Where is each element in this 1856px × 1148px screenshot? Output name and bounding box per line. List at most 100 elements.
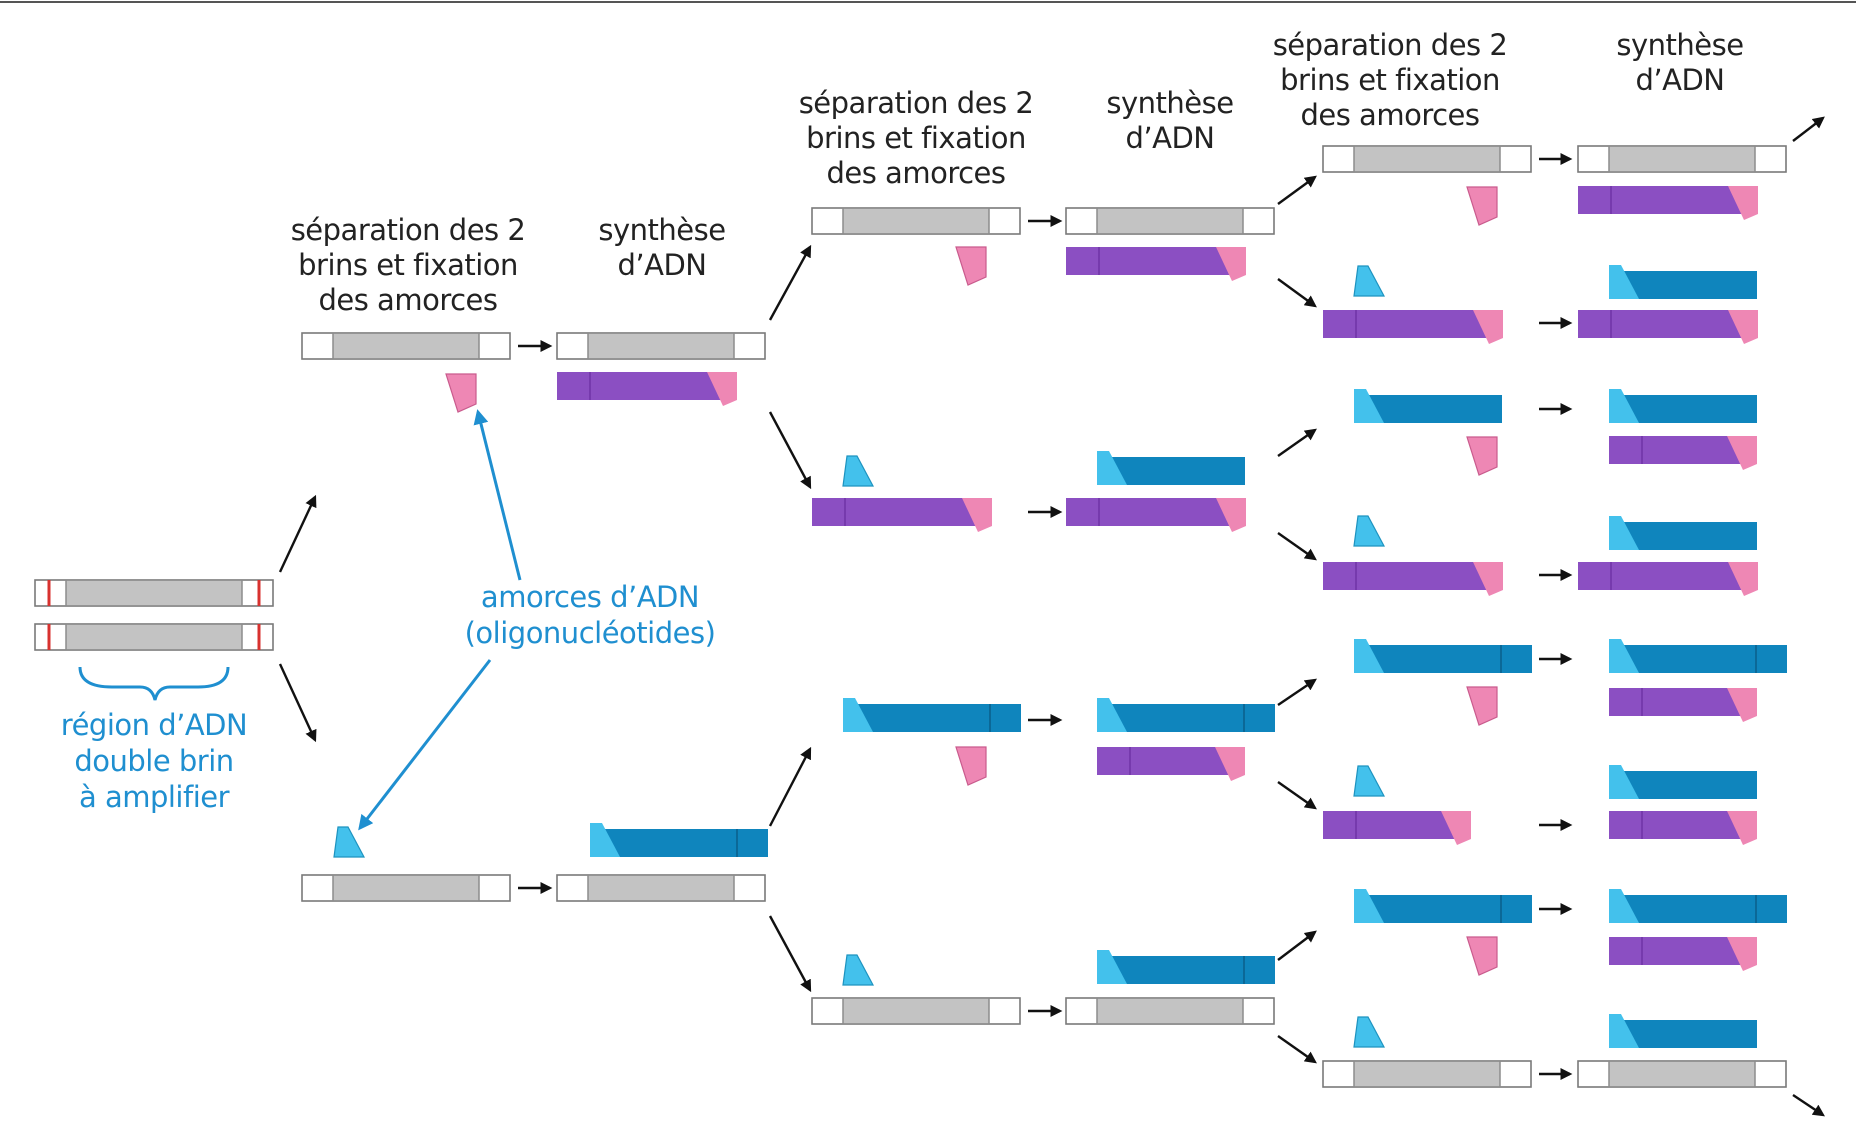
strand-body bbox=[843, 209, 989, 233]
synthesized-strand-purple bbox=[1323, 811, 1471, 845]
label-line: brins et fixation bbox=[1280, 63, 1500, 97]
arrow-icon bbox=[358, 659, 492, 831]
template-strand bbox=[34, 579, 274, 607]
reverse-primer bbox=[1466, 186, 1498, 226]
arrow-icon bbox=[768, 244, 812, 321]
region-annotation: région d’ADN double brin à amplifier bbox=[61, 666, 248, 814]
arrow-icon bbox=[1277, 175, 1317, 205]
strand-body bbox=[812, 498, 992, 526]
dna-strands bbox=[34, 145, 1787, 1088]
label-line: des amorces bbox=[826, 156, 1005, 190]
col-label-synthesis-1: synthèse d’ADN bbox=[598, 213, 726, 282]
strand-body bbox=[333, 876, 479, 900]
strand-body bbox=[588, 876, 734, 900]
strand-body bbox=[1097, 999, 1243, 1023]
reverse-primer bbox=[1727, 811, 1757, 845]
label-line: séparation des 2 bbox=[1273, 28, 1508, 62]
template-strand bbox=[811, 997, 1021, 1025]
strand-body bbox=[1097, 704, 1275, 732]
strand-body bbox=[1066, 247, 1246, 275]
arrow-icon bbox=[1792, 1094, 1825, 1117]
template-strand bbox=[1065, 997, 1275, 1025]
label-line: à amplifier bbox=[79, 780, 230, 814]
forward-primer bbox=[1353, 265, 1385, 297]
synthesized-strand-blue bbox=[1609, 265, 1757, 299]
strand-body bbox=[1354, 1062, 1500, 1086]
forward-primer bbox=[1609, 889, 1639, 923]
col-label-synthesis-2: synthèse d’ADN bbox=[1106, 86, 1234, 155]
synthesized-strand-purple bbox=[1609, 937, 1757, 971]
forward-primer bbox=[1354, 889, 1384, 923]
arrow-icon bbox=[1277, 678, 1317, 706]
synthesized-strand-purple bbox=[1609, 436, 1757, 470]
label-line: synthèse bbox=[1616, 28, 1743, 62]
synthesized-strand-blue bbox=[1354, 889, 1532, 923]
strand-body bbox=[557, 372, 737, 400]
synthesized-strand-blue bbox=[1609, 639, 1787, 673]
synthesized-strand-purple bbox=[1609, 811, 1757, 845]
strand-body bbox=[1609, 1062, 1755, 1086]
strand-body bbox=[1609, 895, 1787, 923]
col-label-separation-2: séparation des 2 brins et fixation des a… bbox=[799, 86, 1034, 190]
arrow-icon bbox=[768, 915, 812, 993]
synthesized-strand-blue bbox=[843, 698, 1021, 732]
synthesized-strand-blue bbox=[1609, 516, 1757, 550]
template-strand bbox=[1322, 145, 1532, 173]
strand-body bbox=[66, 625, 242, 649]
synthesized-strand-blue bbox=[1609, 889, 1787, 923]
synthesized-strand-purple bbox=[1578, 310, 1758, 344]
reverse-primer bbox=[1473, 310, 1503, 344]
strand-body bbox=[843, 999, 989, 1023]
forward-primer bbox=[1609, 516, 1639, 550]
label-line: d’ADN bbox=[618, 248, 707, 282]
synthesized-strand-blue bbox=[1354, 389, 1502, 423]
col-label-separation-1: séparation des 2 brins et fixation des a… bbox=[291, 213, 526, 317]
reverse-primer bbox=[955, 246, 987, 286]
template-strand bbox=[1065, 207, 1275, 235]
template-strand bbox=[556, 332, 766, 360]
arrow-icon bbox=[278, 494, 317, 573]
forward-primer bbox=[1609, 765, 1639, 799]
col-label-separation-3: séparation des 2 brins et fixation des a… bbox=[1273, 28, 1508, 132]
col-label-synthesis-3: synthèse d’ADN bbox=[1616, 28, 1744, 97]
synthesized-strand-purple bbox=[1323, 562, 1503, 596]
label-line: brins et fixation bbox=[298, 248, 518, 282]
arrow-icon bbox=[473, 409, 522, 581]
label-line: (oligonucléotides) bbox=[465, 616, 716, 650]
strand-body bbox=[1097, 209, 1243, 233]
arrow-icon bbox=[1277, 781, 1317, 810]
reverse-primer bbox=[707, 372, 737, 406]
reverse-primer bbox=[962, 498, 992, 532]
synthesized-strand-purple bbox=[1609, 688, 1757, 722]
arrow-icon bbox=[768, 746, 812, 827]
synthesized-strand-purple bbox=[557, 372, 737, 406]
strand-body bbox=[1097, 956, 1275, 984]
synthesized-strand-blue bbox=[1609, 765, 1757, 799]
arrow-icon bbox=[768, 411, 812, 490]
synthesized-strand-blue bbox=[1609, 1014, 1757, 1048]
reverse-primer bbox=[1215, 747, 1245, 781]
reverse-primer bbox=[1466, 936, 1498, 976]
template-strand bbox=[1577, 145, 1787, 173]
synthesized-strand-blue bbox=[1097, 950, 1275, 984]
label-line: d’ADN bbox=[1636, 63, 1725, 97]
reverse-primer bbox=[1728, 310, 1758, 344]
forward-primer bbox=[843, 698, 873, 732]
reverse-primer bbox=[1727, 436, 1757, 470]
reverse-primer bbox=[1466, 686, 1498, 726]
synthesized-strand-purple bbox=[1323, 310, 1503, 344]
arrow-icon bbox=[278, 663, 317, 743]
arrow-icon bbox=[1792, 116, 1825, 142]
arrow-icon bbox=[1277, 428, 1317, 457]
strand-body bbox=[1354, 895, 1532, 923]
reverse-primer bbox=[1441, 811, 1471, 845]
template-strand bbox=[301, 874, 511, 902]
forward-primer bbox=[1354, 389, 1384, 423]
label-line: des amorces bbox=[1300, 98, 1479, 132]
arrow-icon bbox=[1277, 532, 1317, 561]
label-line: d’ADN bbox=[1126, 121, 1215, 155]
forward-primer bbox=[842, 954, 874, 986]
label-line: séparation des 2 bbox=[291, 213, 526, 247]
strand-body bbox=[1323, 310, 1503, 338]
reverse-primer bbox=[1216, 247, 1246, 281]
